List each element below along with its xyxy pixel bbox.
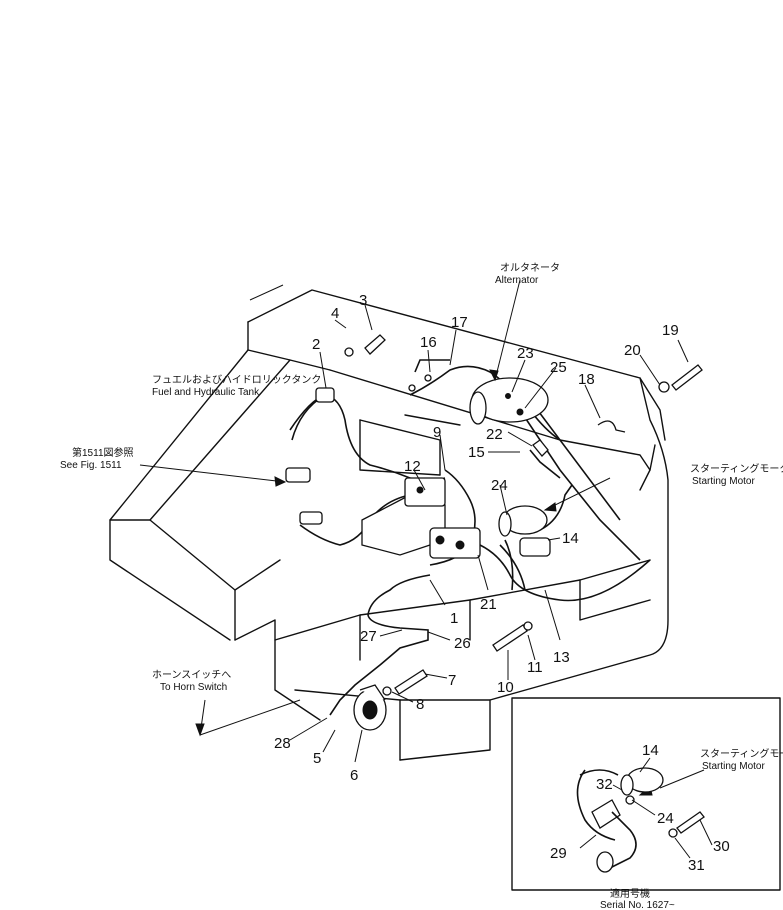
inset-starting-motor-label: Starting Motor bbox=[702, 761, 765, 772]
serial-label-jp: 適用号機 bbox=[610, 887, 650, 900]
part-number: 14 bbox=[642, 742, 659, 759]
part-number: 18 bbox=[578, 371, 595, 388]
callout-labels: オルタネータ Alternator フュエルおよびハイドロリックタンク Fuel… bbox=[60, 262, 783, 910]
part-number: 4 bbox=[331, 305, 339, 322]
horn-switch-label-jp: ホーンスイッチへ bbox=[152, 669, 231, 681]
part-number: 1 bbox=[450, 610, 458, 627]
part-number: 3 bbox=[359, 292, 367, 309]
part-number: 20 bbox=[624, 342, 641, 359]
alternator-body bbox=[469, 377, 549, 425]
see-fig-label: See Fig. 1511 bbox=[60, 460, 122, 471]
part-number: 10 bbox=[497, 679, 514, 696]
part-number: 30 bbox=[713, 838, 730, 855]
part-number: 6 bbox=[350, 767, 358, 784]
starting-motor-solenoid bbox=[498, 505, 551, 557]
inset-serial-detail bbox=[511, 697, 781, 891]
part-number: 25 bbox=[550, 359, 567, 376]
part-number: 31 bbox=[688, 857, 705, 874]
part-number: 16 bbox=[420, 334, 437, 351]
part-number: 24 bbox=[657, 810, 674, 827]
part-number: 7 bbox=[448, 672, 456, 689]
fuel-tank-label: Fuel and Hydraulic Tank bbox=[152, 387, 260, 398]
part-number: 24 bbox=[491, 477, 508, 494]
part-number: 14 bbox=[562, 530, 579, 547]
part-number: 21 bbox=[480, 596, 497, 613]
part-numbers: 1 2 3 4 5 6 7 8 9 10 11 12 13 14 15 16 1… bbox=[274, 292, 730, 874]
alternator-label-jp: オルタネータ bbox=[500, 262, 560, 274]
part-number: 29 bbox=[550, 845, 567, 862]
part-number: 28 bbox=[274, 735, 291, 752]
starting-motor-label-jp: スターティングモータ bbox=[690, 462, 783, 475]
part-number: 8 bbox=[416, 696, 424, 713]
part-number: 27 bbox=[360, 628, 377, 645]
part-number: 15 bbox=[468, 444, 485, 461]
see-fig-label-jp: 第1511図参照 bbox=[72, 446, 134, 459]
bolts bbox=[344, 334, 703, 696]
part-number: 23 bbox=[517, 345, 534, 362]
relay-block bbox=[361, 477, 481, 559]
part-number: 11 bbox=[527, 659, 543, 676]
arrows bbox=[195, 369, 653, 796]
part-number: 22 bbox=[486, 426, 503, 443]
serial-label: Serial No. 1627~ bbox=[600, 900, 675, 910]
components bbox=[285, 334, 703, 731]
part-number: 17 bbox=[451, 314, 468, 331]
fuel-tank-label-jp: フュエルおよびハイドロリックタンク bbox=[152, 374, 321, 386]
part-number: 26 bbox=[454, 635, 471, 652]
part-number: 32 bbox=[596, 776, 613, 793]
part-number: 9 bbox=[433, 424, 441, 441]
inset-starting-motor-label-jp: スターティングモータ bbox=[700, 747, 783, 760]
fuel-sender bbox=[285, 387, 335, 525]
leader-lines bbox=[139, 279, 689, 763]
horn bbox=[353, 684, 387, 731]
starting-motor-label: Starting Motor bbox=[692, 476, 755, 487]
alternator-label: Alternator bbox=[495, 275, 539, 286]
part-number: 13 bbox=[553, 649, 570, 666]
machine-frame bbox=[109, 289, 669, 761]
part-number: 2 bbox=[312, 336, 320, 353]
horn-switch-label: To Horn Switch bbox=[160, 682, 227, 693]
part-number: 12 bbox=[404, 458, 421, 475]
part-number: 19 bbox=[662, 322, 679, 339]
part-number: 5 bbox=[313, 750, 321, 767]
